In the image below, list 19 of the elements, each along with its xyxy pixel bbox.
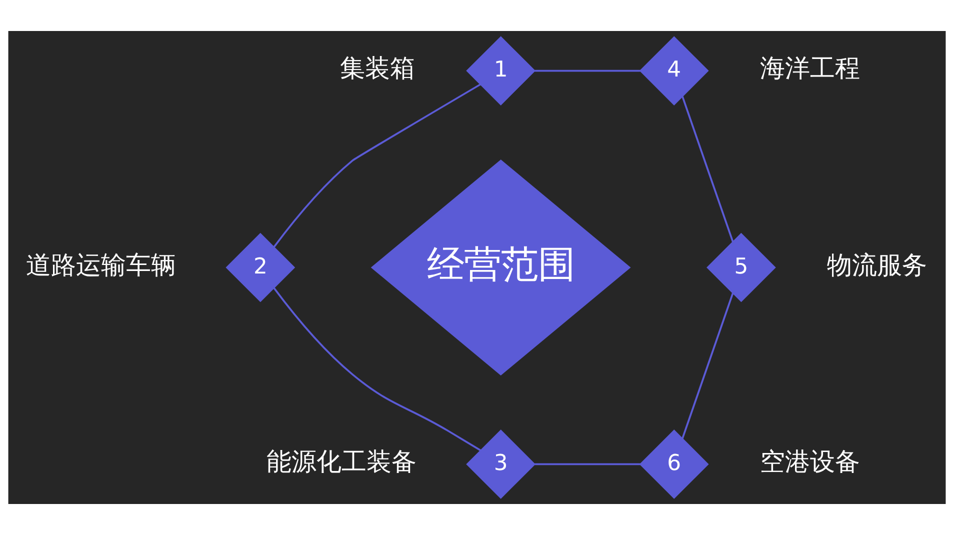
connector bbox=[273, 287, 482, 452]
connector bbox=[682, 96, 734, 242]
node-diamond: 6 bbox=[639, 430, 709, 499]
node-diamond: 1 bbox=[466, 36, 536, 106]
connector bbox=[534, 463, 640, 466]
node-diamond: 经营范围 bbox=[370, 160, 631, 376]
node-label: 道路运输车辆 bbox=[26, 250, 176, 280]
node-label: 海洋工程 bbox=[760, 54, 860, 83]
connector bbox=[534, 70, 640, 72]
connector bbox=[273, 83, 482, 248]
node-label: 能源化工装备 bbox=[266, 447, 417, 476]
node-label: 集装箱 bbox=[340, 54, 415, 83]
node-label: 空港设备 bbox=[760, 447, 860, 476]
node-diamond: 4 bbox=[639, 36, 709, 106]
node-diamond: 5 bbox=[706, 232, 776, 302]
node-diamond: 2 bbox=[226, 232, 296, 302]
node-label: 物流服务 bbox=[827, 250, 928, 280]
connector bbox=[681, 292, 734, 440]
node-diamond: 3 bbox=[466, 430, 536, 499]
